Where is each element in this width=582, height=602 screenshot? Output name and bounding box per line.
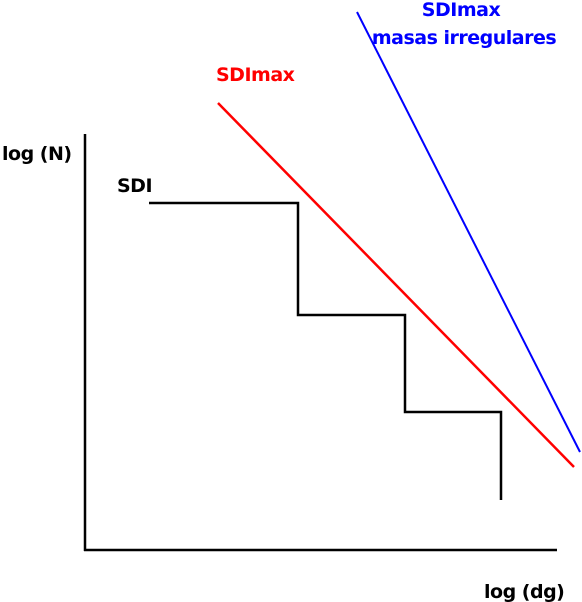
sdimax-irregular-label-line2: masas irregulares (372, 27, 557, 49)
y-axis-label: log (N) (2, 143, 72, 165)
sdimax-label: SDImax (216, 64, 295, 86)
x-axis-label: log (dg) (484, 581, 564, 602)
sdi-label: SDI (117, 175, 152, 197)
sdi-step-line (149, 201, 503, 500)
sdimax-irregular-line (356, 11, 581, 453)
sdimax-line (217, 102, 575, 468)
sdimax-irregular-label-line1: SDImax (422, 0, 501, 21)
